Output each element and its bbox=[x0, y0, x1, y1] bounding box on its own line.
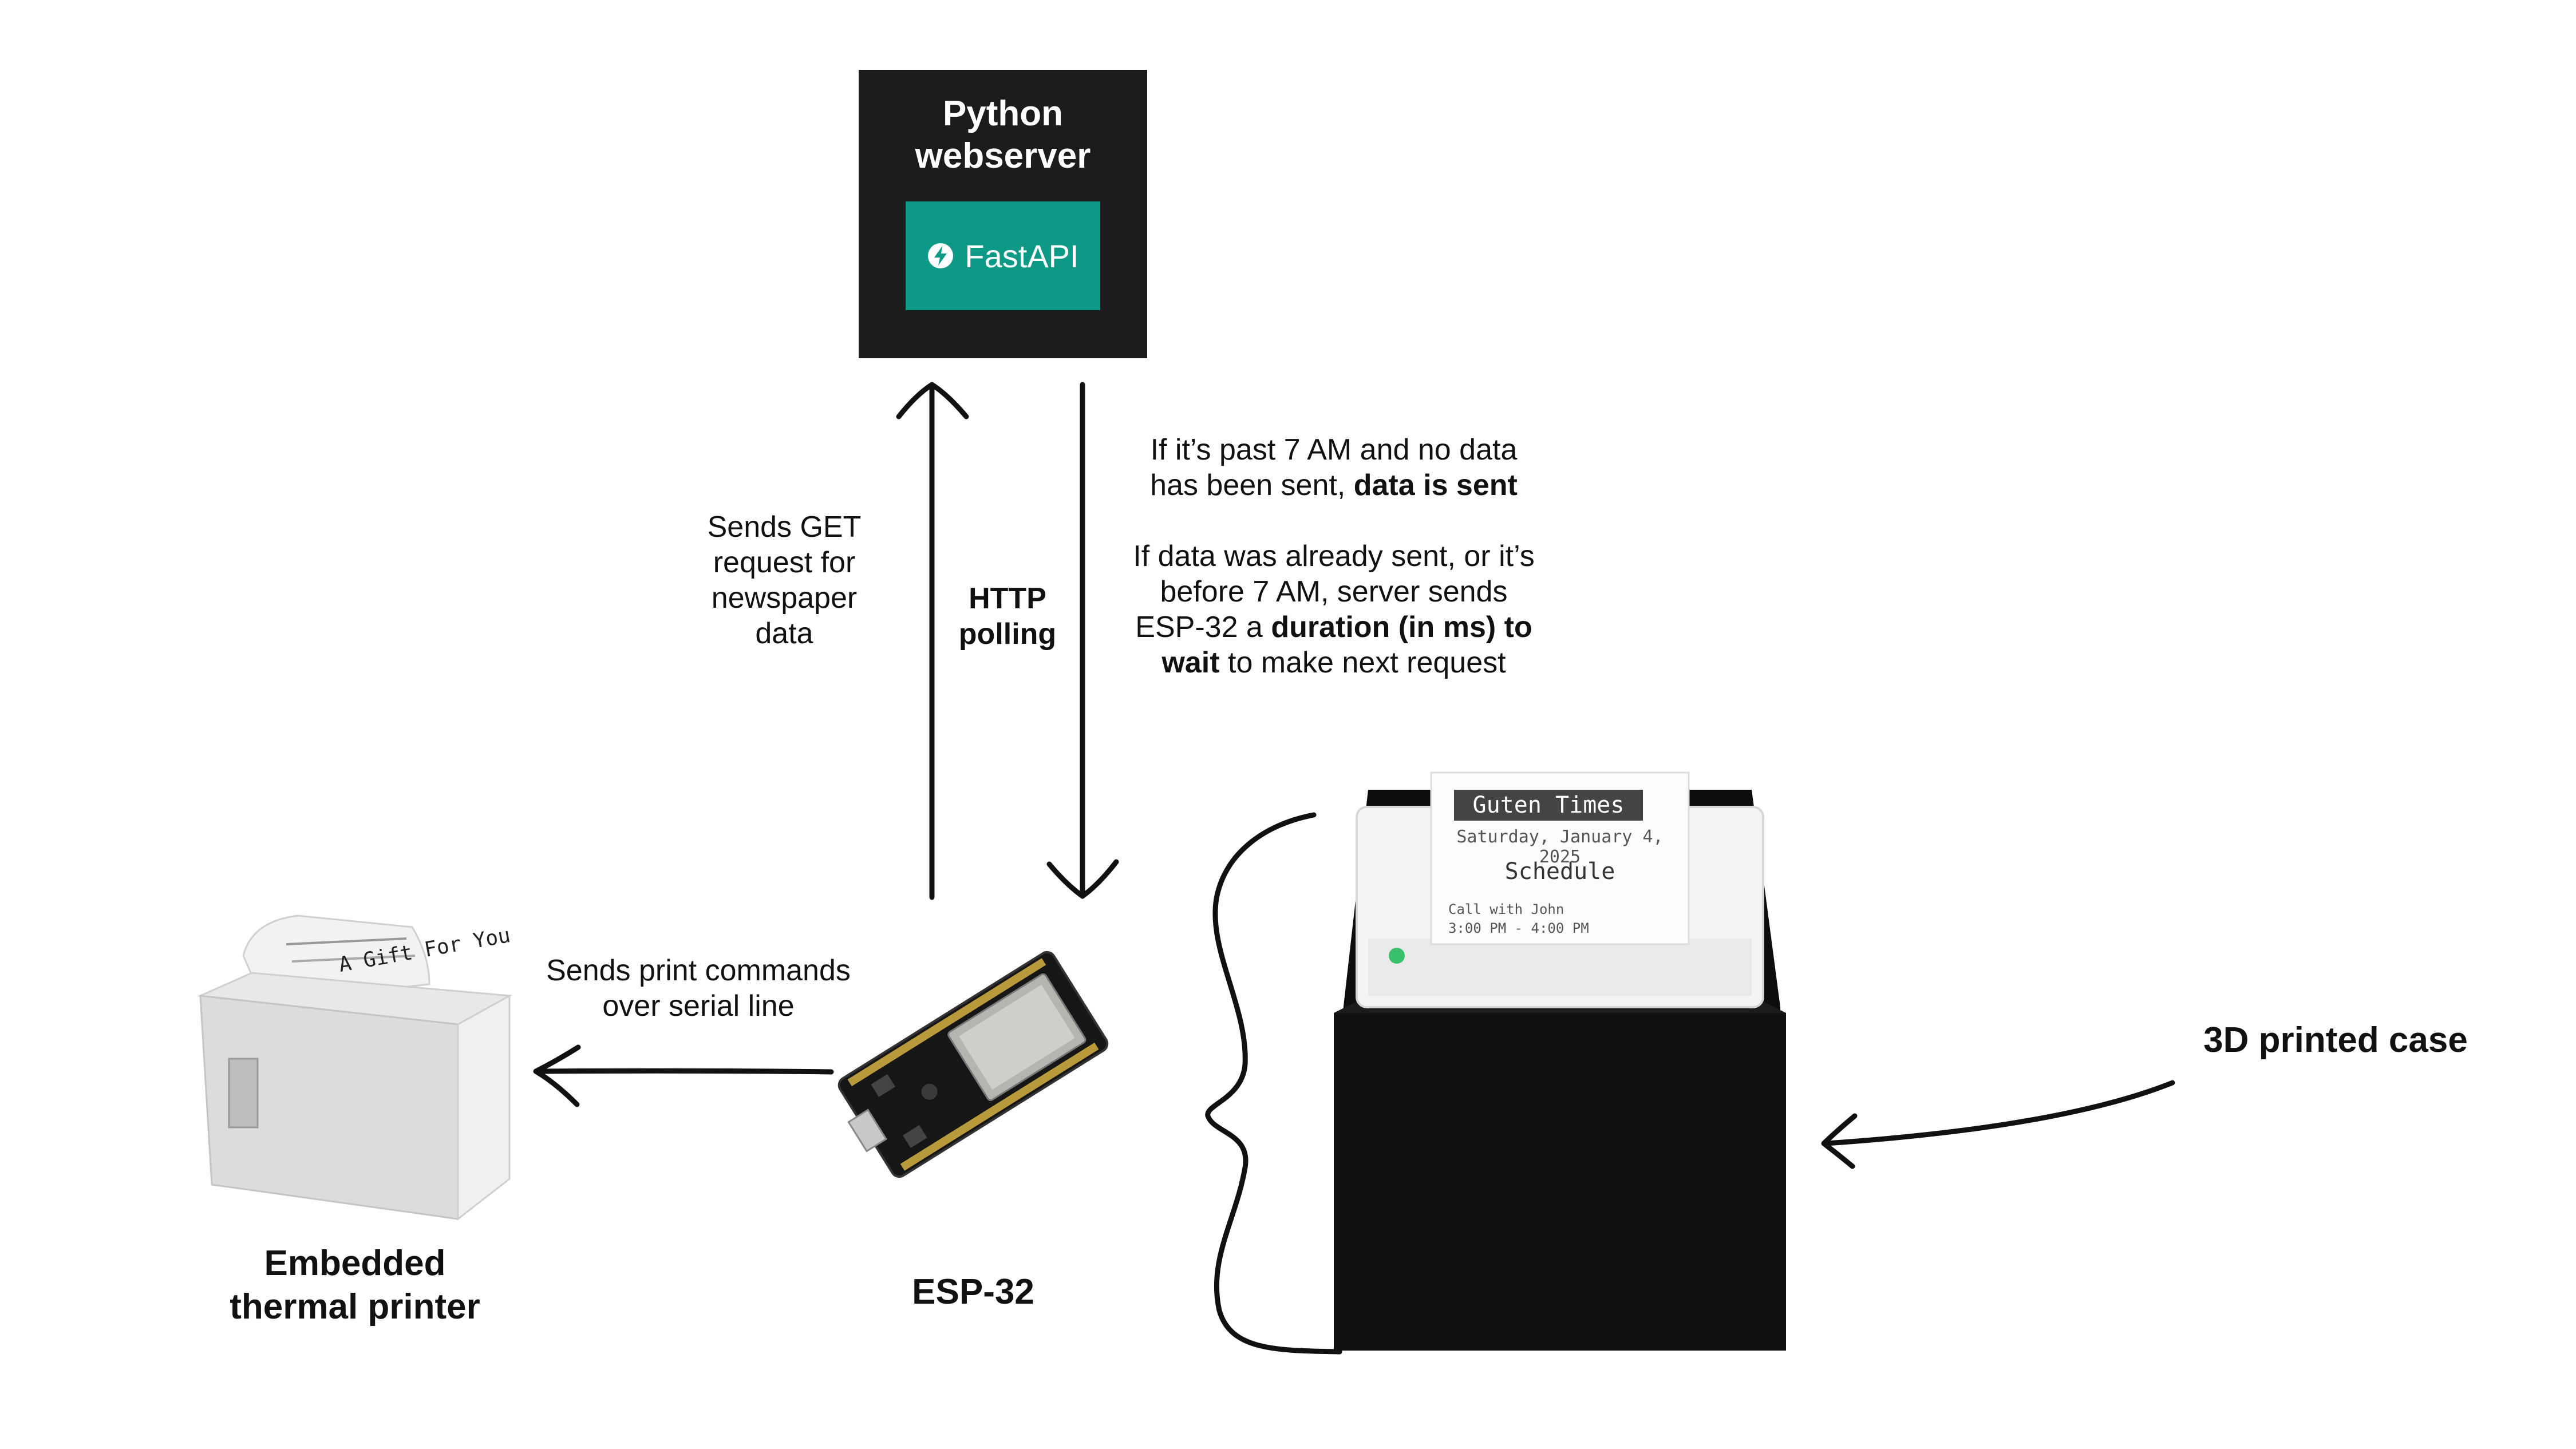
printer-label: Embedded thermal printer bbox=[189, 1242, 521, 1329]
print-label-line1: Sends print commands bbox=[546, 954, 851, 987]
response-p2-line4: wait to make next request bbox=[1161, 646, 1506, 679]
case-receipt-heading: Schedule bbox=[1504, 858, 1615, 885]
protocol-line2: polling bbox=[958, 617, 1057, 651]
response-p1-line2: has been sent, data is sent bbox=[1150, 469, 1518, 502]
fastapi-label: FastAPI bbox=[965, 237, 1079, 274]
case-receipt-date: Saturday, January 4, 2025 bbox=[1456, 827, 1664, 867]
server-title: Python webserver bbox=[859, 93, 1147, 177]
request-arrowhead bbox=[896, 382, 969, 419]
printer-label-line2: thermal printer bbox=[230, 1287, 480, 1327]
print-label-line2: over serial line bbox=[602, 989, 795, 1023]
request-label-line2: request for bbox=[713, 546, 856, 579]
case-receipt-time: 3:00 PM - 4:00 PM bbox=[1448, 920, 1589, 936]
request-label-line3: newspaper bbox=[711, 581, 858, 615]
case-label: 3D printed case bbox=[2203, 1020, 2468, 1060]
serial-arrowhead bbox=[533, 1044, 581, 1107]
case-arrowhead bbox=[1821, 1113, 1858, 1169]
data-is-sent-emphasis: data is sent bbox=[1353, 469, 1518, 502]
protocol-line1: HTTP bbox=[969, 582, 1046, 615]
request-label: Sends GET request for newspaper data bbox=[675, 509, 893, 651]
response-label: If it’s past 7 AM and no data has been s… bbox=[1088, 432, 1580, 680]
case-arrow-line bbox=[1823, 1080, 2175, 1146]
response-p2-line1: If data was already sent, or it’s bbox=[1133, 540, 1535, 573]
esp32-label: ESP-32 bbox=[912, 1272, 1034, 1312]
duration-emphasis: duration (in ms) to bbox=[1271, 611, 1532, 644]
serial-arrow-line bbox=[535, 1068, 834, 1075]
python-webserver-box: Python webserver FastAPI bbox=[859, 70, 1147, 358]
esp32-board-image bbox=[837, 951, 1109, 1178]
response-p1-line1: If it’s past 7 AM and no data bbox=[1150, 433, 1518, 466]
case-receipt-title: Guten Times bbox=[1472, 792, 1625, 818]
case-image: Guten Times Saturday, January 4, 2025 Sc… bbox=[1334, 767, 1792, 1362]
request-label-line4: data bbox=[755, 617, 813, 650]
case-receipt-item: Call with John bbox=[1448, 901, 1564, 917]
print-commands-label: Sends print commands over serial line bbox=[515, 953, 882, 1024]
printer-label-line1: Embedded bbox=[264, 1244, 446, 1283]
case-brace bbox=[1205, 812, 1342, 1355]
protocol-label: HTTP polling bbox=[933, 581, 1082, 652]
status-led-icon bbox=[1389, 948, 1405, 964]
bolt-icon bbox=[928, 243, 954, 268]
request-label-line1: Sends GET bbox=[707, 510, 862, 544]
server-title-line2: webserver bbox=[915, 136, 1091, 176]
case-shape bbox=[1334, 771, 1786, 1351]
thermal-printer-image bbox=[197, 914, 512, 1221]
fastapi-logo: FastAPI bbox=[906, 201, 1100, 310]
server-title-line1: Python bbox=[942, 94, 1064, 133]
response-p2-line2: before 7 AM, server sends bbox=[1160, 575, 1508, 608]
wait-emphasis: wait bbox=[1161, 646, 1220, 679]
response-arrowhead bbox=[1046, 859, 1119, 899]
response-p2-line3: ESP-32 a duration (in ms) to bbox=[1135, 611, 1532, 644]
